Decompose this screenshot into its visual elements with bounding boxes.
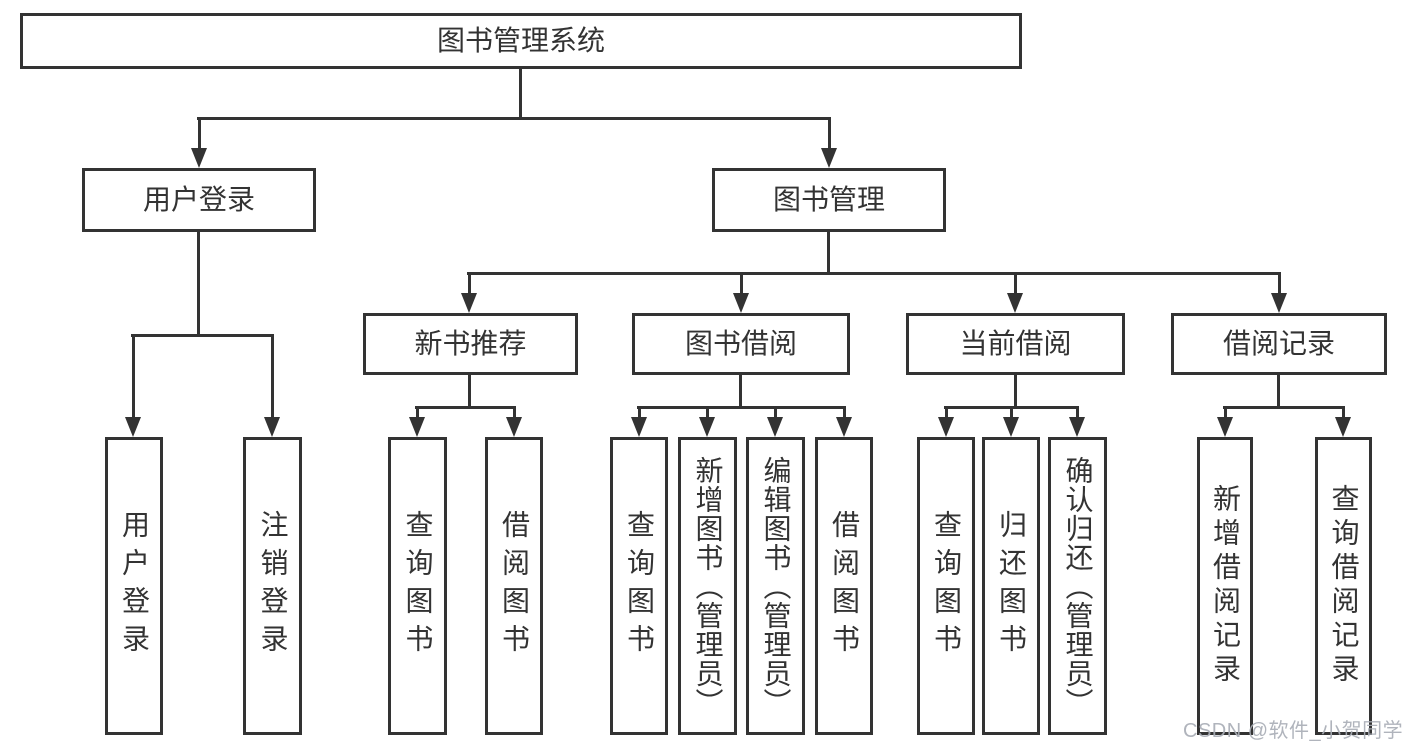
leaf-query-books-recommend-label: 查询图书 xyxy=(402,510,434,662)
node-book-management: 图书管理 xyxy=(712,168,946,232)
connector-sec3-drop xyxy=(1014,375,1017,407)
leaf-return-books-label: 归还图书 xyxy=(996,510,1027,662)
connector-arrow-query-borrow-record xyxy=(1335,407,1352,437)
node-current-borrowing: 当前借阅 xyxy=(906,313,1125,375)
connector-arrow-new-book-recommendation xyxy=(461,273,478,313)
connector-arrow-edit-books-admin xyxy=(767,407,784,437)
connector-sec4-drop xyxy=(1277,375,1280,407)
node-new-book-recommendation: 新书推荐 xyxy=(363,313,578,375)
node-book-borrowing-label: 图书借阅 xyxy=(684,328,797,359)
connector-arrow-leaf-user-login xyxy=(125,335,142,437)
connector-arrow-query-books-recommend xyxy=(409,407,426,437)
node-borrowing-records-label: 借阅记录 xyxy=(1222,328,1335,359)
connector-arrow-user-login xyxy=(191,118,208,168)
connector-user-rail xyxy=(131,334,274,337)
connector-arrow-book-mgmt xyxy=(821,118,838,168)
connector-arrow-query-books-borrowing xyxy=(631,407,648,437)
connector-sections-rail xyxy=(467,272,1281,275)
leaf-edit-books-admin-label: 编辑图书（管理员） xyxy=(760,455,792,717)
leaf-confirm-return-admin: 确认归还（管理员） xyxy=(1048,437,1107,735)
connector-sec2-drop xyxy=(739,375,742,407)
leaf-query-books-current-label: 查询图书 xyxy=(931,510,962,662)
connector-sec2-rail xyxy=(637,406,846,409)
leaf-user-login-label: 用户登录 xyxy=(119,510,150,662)
leaf-query-books-borrowing-label: 查询图书 xyxy=(624,510,655,662)
node-book-borrowing: 图书借阅 xyxy=(632,313,850,375)
node-current-borrowing-label: 当前借阅 xyxy=(959,328,1072,359)
leaf-user-login: 用户登录 xyxy=(105,437,163,735)
connector-user-drop xyxy=(197,232,200,335)
leaf-query-books-borrowing: 查询图书 xyxy=(610,437,668,735)
connector-level2-rail xyxy=(197,117,831,120)
leaf-borrow-books: 借阅图书 xyxy=(815,437,873,735)
connector-arrow-confirm-return-admin xyxy=(1069,407,1086,437)
connector-sec4-rail xyxy=(1223,406,1345,409)
connector-arrow-borrow-books-recommend xyxy=(506,407,523,437)
leaf-confirm-return-admin-label: 确认归还（管理员） xyxy=(1062,455,1094,717)
leaf-query-books-current: 查询图书 xyxy=(917,437,975,735)
leaf-add-borrow-record: 新增借阅记录 xyxy=(1197,437,1253,735)
node-root-library-management-system: 图书管理系统 xyxy=(20,13,1022,69)
node-new-book-recommendation-label: 新书推荐 xyxy=(414,328,527,359)
leaf-edit-books-admin: 编辑图书（管理员） xyxy=(746,437,805,735)
connector-arrow-add-borrow-record xyxy=(1217,407,1234,437)
leaf-borrow-books-recommend-label: 借阅图书 xyxy=(499,510,530,662)
node-user-login-label: 用户登录 xyxy=(142,184,255,215)
csdn-watermark: CSDN @软件_小贺同学 xyxy=(1183,720,1404,742)
connector-arrow-return-books xyxy=(1003,407,1020,437)
leaf-borrow-books-recommend: 借阅图书 xyxy=(485,437,543,735)
connector-arrow-leaf-logout xyxy=(264,335,281,437)
leaf-add-borrow-record-label: 新增借阅记录 xyxy=(1210,484,1241,688)
node-user-login: 用户登录 xyxy=(82,168,316,232)
leaf-add-books-admin-label: 新增图书（管理员） xyxy=(692,455,724,717)
connector-arrow-borrowing-records xyxy=(1271,273,1288,313)
leaf-return-books: 归还图书 xyxy=(982,437,1040,735)
leaf-logout-label: 注销登录 xyxy=(257,510,289,662)
connector-arrow-book-borrowing xyxy=(733,273,750,313)
connector-arrow-current-borrowing xyxy=(1007,273,1024,313)
connector-sec1-rail xyxy=(415,406,516,409)
leaf-borrow-books-label: 借阅图书 xyxy=(829,510,860,662)
connector-root-drop xyxy=(519,69,522,118)
leaf-query-books-recommend: 查询图书 xyxy=(388,437,447,735)
node-book-management-label: 图书管理 xyxy=(772,184,885,215)
connector-arrow-query-books-current xyxy=(938,407,955,437)
connector-sec1-drop xyxy=(468,375,471,407)
node-borrowing-records: 借阅记录 xyxy=(1171,313,1387,375)
leaf-query-borrow-record-label: 查询借阅记录 xyxy=(1328,484,1360,688)
leaf-query-borrow-record: 查询借阅记录 xyxy=(1315,437,1372,735)
connector-arrow-borrow-books xyxy=(836,407,853,437)
connector-arrow-add-books-admin xyxy=(699,407,716,437)
connector-book-drop xyxy=(827,232,830,273)
node-root-label: 图书管理系统 xyxy=(436,25,605,56)
leaf-add-books-admin: 新增图书（管理员） xyxy=(678,437,737,735)
leaf-logout: 注销登录 xyxy=(243,437,302,735)
